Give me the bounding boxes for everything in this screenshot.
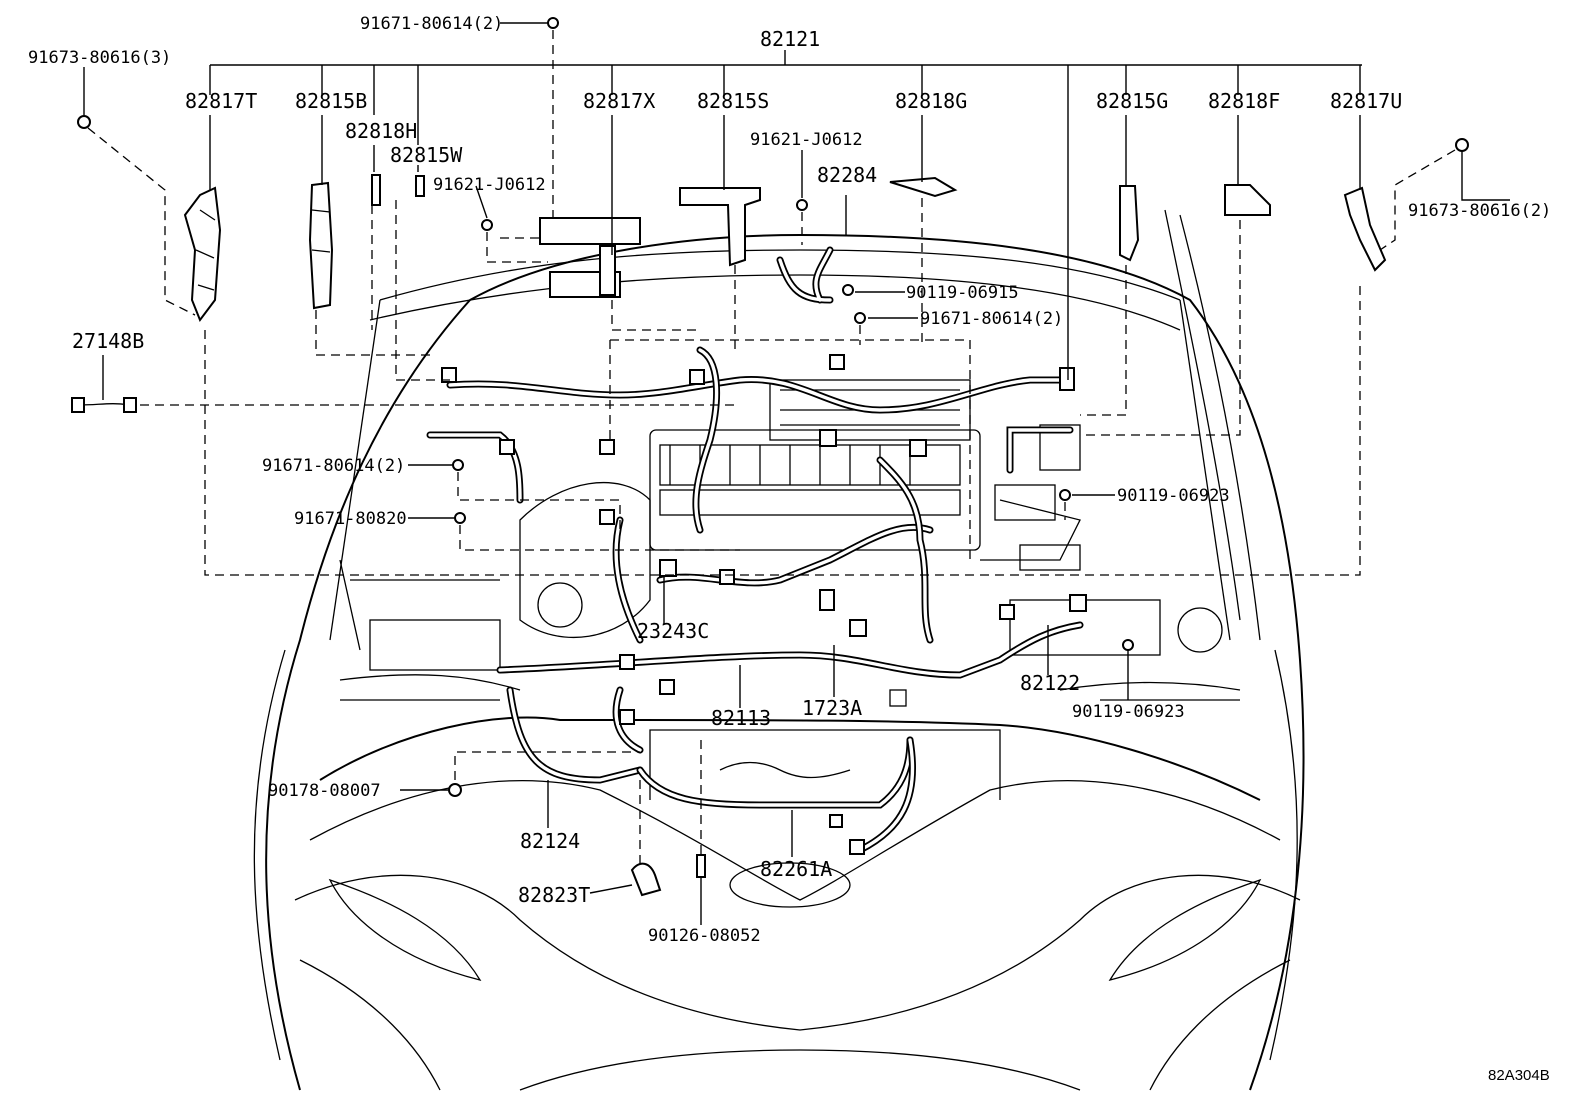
bracket-82817T (183, 186, 222, 323)
callout-82817U: 82817U (1330, 89, 1402, 113)
bracket-82818F (1224, 184, 1271, 216)
callout-91673-80616-right: 91673-80616(2) (1408, 201, 1551, 221)
callout-91621-J0612-left: 91621-J0612 (433, 175, 546, 195)
clip-82815W (415, 175, 425, 197)
callout-90126-08052: 90126-08052 (648, 926, 761, 946)
callout-labels: 82121 91671-80614(2) 91673-80616(3) 8281… (28, 14, 1551, 1084)
bracket-82815G (1119, 185, 1140, 262)
callout-82261A: 82261A (760, 857, 832, 881)
callout-82122: 82122 (1020, 671, 1080, 695)
callout-91671-80614-right: 91671-80614(2) (920, 309, 1063, 329)
bolt-90126-08052 (696, 854, 706, 878)
callout-90119-06923-upper: 90119-06923 (1117, 486, 1230, 506)
callout-23243C: 23243C (637, 619, 709, 643)
callout-82815G: 82815G (1096, 89, 1168, 113)
callout-82818H: 82818H (345, 119, 417, 143)
callout-82815W: 82815W (390, 143, 463, 167)
diagram-reference-code: 82A304B (1488, 1067, 1550, 1084)
dashed-leaders (87, 30, 1456, 865)
callout-82817X: 82817X (583, 89, 655, 113)
callout-82818G: 82818G (895, 89, 967, 113)
callout-82815B: 82815B (295, 89, 367, 113)
callout-91673-80616-left: 91673-80616(3) (28, 48, 171, 68)
bracket-82815B (308, 181, 334, 310)
bracket-82815S (679, 187, 761, 267)
callout-90119-06915: 90119-06915 (906, 283, 1019, 303)
assembly-bracket-82121 (209, 50, 1362, 380)
callout-82113: 82113 (711, 706, 771, 730)
connectors (441, 354, 1087, 855)
bracket-82817U (1343, 186, 1387, 272)
callout-1723A: 1723A (802, 696, 862, 720)
callout-82823T: 82823T (518, 883, 590, 907)
clip-82818H (371, 174, 381, 206)
bolts (77, 17, 1469, 797)
grommet-82823T (630, 862, 662, 897)
clamp-82818G (889, 176, 958, 198)
callout-91671-80820: 91671-80820 (294, 509, 407, 529)
callout-91671-80614-top: 91671-80614(2) (360, 14, 503, 34)
callout-82121: 82121 (760, 27, 820, 51)
callout-leaders (83, 22, 1510, 925)
car-body-outline (253, 209, 1305, 1091)
callout-82284: 82284 (817, 163, 877, 187)
callout-90119-06923-lower: 90119-06923 (1072, 702, 1185, 722)
callout-91621-J0612-center: 91621-J0612 (750, 130, 863, 150)
callout-82818F: 82818F (1208, 89, 1280, 113)
callout-27148B: 27148B (72, 329, 144, 353)
callout-91671-80614-mid: 91671-80614(2) (262, 456, 405, 476)
callout-90178-08007: 90178-08007 (268, 781, 381, 801)
block-82817X (539, 217, 641, 298)
protector-27148B (71, 397, 137, 413)
callout-82815S: 82815S (697, 89, 769, 113)
callout-82817T: 82817T (185, 89, 257, 113)
callout-82124: 82124 (520, 829, 580, 853)
